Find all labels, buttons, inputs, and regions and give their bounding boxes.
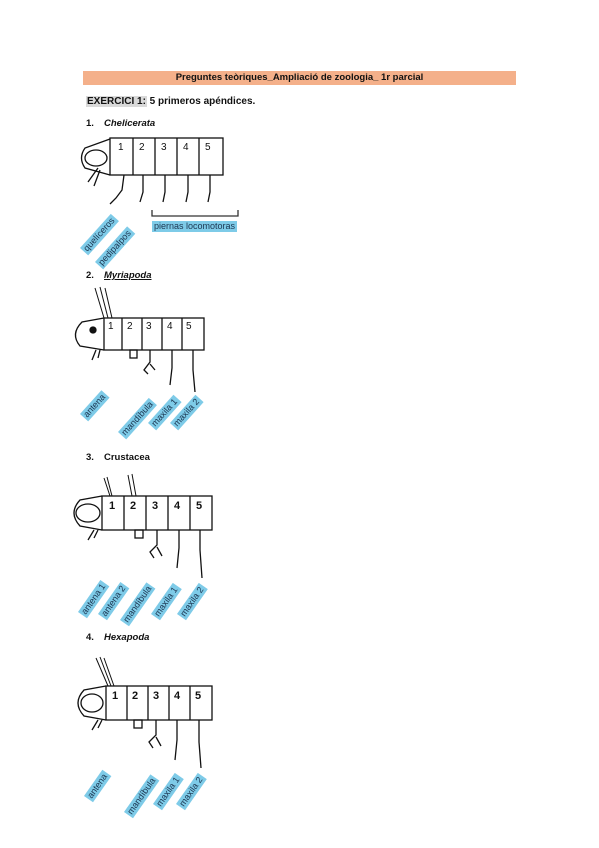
hexapoda-segment-numbers: 1 2 3 4 5 (112, 690, 201, 702)
crustacea-segment-numbers: 1 2 3 4 5 (109, 500, 202, 512)
label-maxila-1: maxila 1 (151, 583, 182, 621)
segment-number: 1 (108, 321, 114, 332)
label-mandibula: mandíbula (124, 774, 160, 819)
segment-number: 4 (183, 142, 189, 153)
section-number: 1. (86, 118, 94, 129)
exercise-text: 5 primeros apéndices. (146, 96, 256, 107)
segment-number: 2 (139, 142, 145, 153)
section-number: 4. (86, 632, 94, 643)
label-antena: antena (84, 770, 112, 803)
segment-number: 5 (195, 690, 201, 702)
section-number: 2. (86, 270, 94, 281)
segment-number: 1 (118, 142, 124, 153)
myriapoda-segment-numbers: 1 2 3 4 5 (108, 321, 192, 332)
segment-number: 2 (127, 321, 133, 332)
exercise-tag: EXERCICI 1: (86, 96, 147, 107)
segment-number: 1 (109, 500, 115, 512)
segment-number: 3 (152, 500, 158, 512)
segment-number: 3 (146, 321, 152, 332)
exercise-heading: EXERCICI 1: 5 primeros apéndices. (86, 95, 255, 109)
segment-number: 3 (161, 142, 167, 153)
segment-number: 1 (112, 690, 118, 702)
document-title: Preguntes teòriques_Ampliació de zoologi… (83, 71, 516, 85)
segment-number: 4 (174, 500, 181, 512)
segment-number: 2 (130, 500, 136, 512)
section-heading-hexapoda: 4. Hexapoda (86, 632, 149, 644)
label-piernas-locomotoras: piernas locomotoras (152, 221, 238, 232)
section-heading-crustacea: 3. Crustacea (86, 452, 150, 464)
segment-number: 5 (186, 321, 192, 332)
section-heading-chelicerata: 1. Chelicerata (86, 118, 155, 130)
segment-number: 3 (153, 690, 159, 702)
section-name: Myriapoda (104, 270, 152, 281)
segment-number: 4 (167, 321, 173, 332)
chelicerata-segment-numbers: 1 2 3 4 5 (118, 142, 211, 153)
segment-number: 2 (132, 690, 138, 702)
segment-number: 4 (174, 690, 181, 702)
segment-number: 5 (196, 500, 202, 512)
section-name: Chelicerata (104, 118, 156, 129)
segment-number: 5 (205, 142, 211, 153)
section-heading-myriapoda: 2. Myriapoda (86, 270, 152, 282)
section-name: Hexapoda (104, 632, 150, 643)
label-antena: antena (80, 390, 110, 422)
section-number: 3. (86, 452, 94, 463)
section-name: Crustacea (104, 452, 150, 463)
